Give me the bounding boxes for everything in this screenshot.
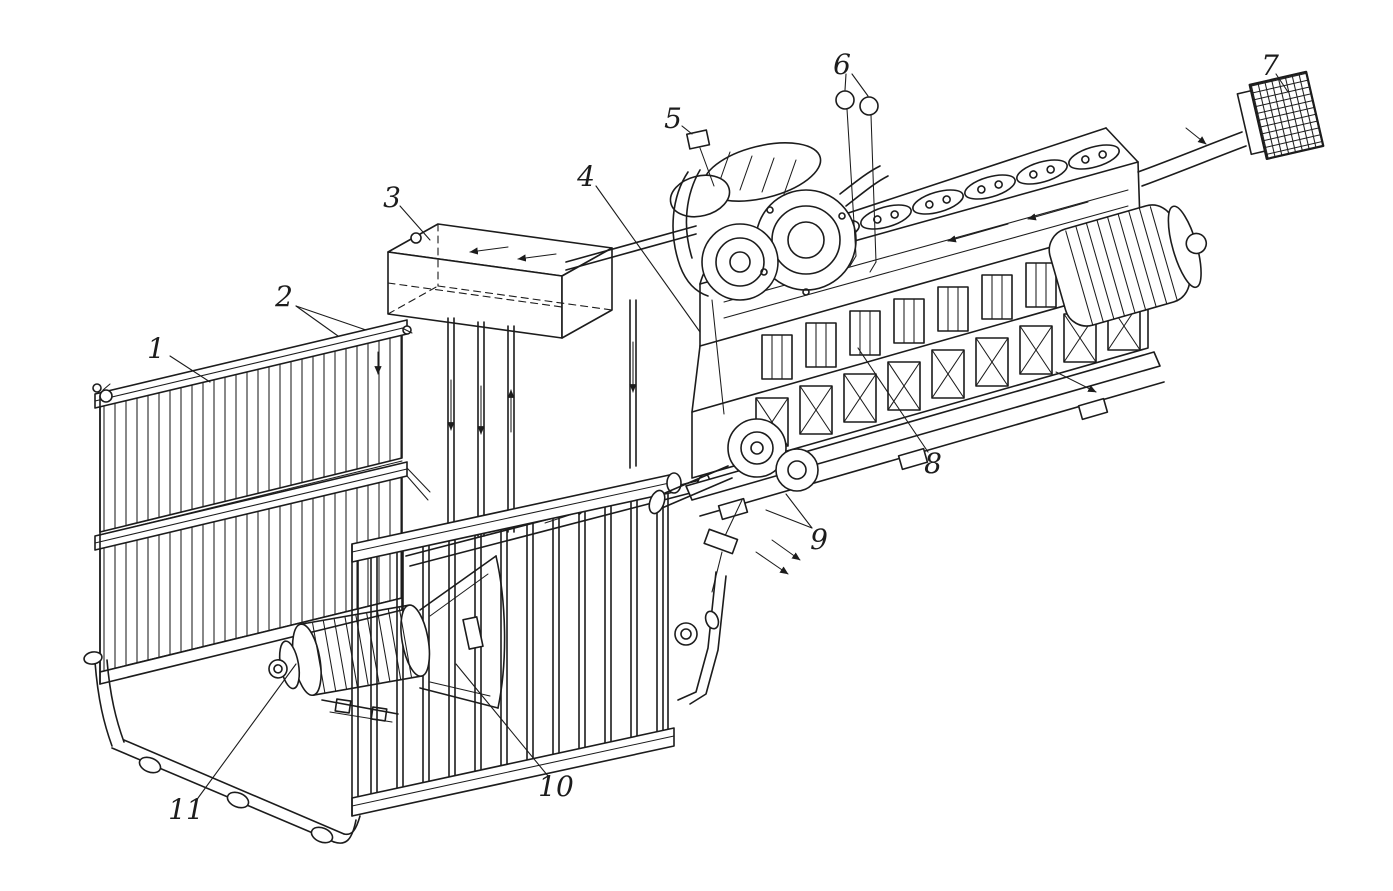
return-piping [83, 651, 361, 844]
temperature-sensor [685, 129, 715, 187]
fan-motor-unit [268, 555, 506, 723]
lower-radiator-bank [351, 472, 727, 817]
callout-label-3: 3 [383, 181, 401, 214]
expansion-tank [387, 223, 613, 339]
water-pump [648, 418, 819, 593]
thermometers [835, 90, 879, 273]
callout-label-8: 8 [924, 447, 942, 480]
exhaust-silencer [1137, 70, 1325, 187]
callout-label-10: 10 [538, 770, 574, 803]
callout-label-5: 5 [664, 102, 682, 135]
callout-label-2: 2 [274, 280, 293, 313]
callout-label-4: 4 [576, 160, 595, 193]
upper-radiator-bank [92, 319, 413, 685]
callout-label-9: 9 [810, 523, 828, 556]
callouts: 1 2 3 4 5 6 7 8 9 10 11 [147, 48, 1289, 826]
callout-label-6: 6 [833, 48, 851, 81]
callout-label-11: 11 [168, 793, 204, 826]
callout-label-7: 7 [1261, 49, 1279, 82]
callout-label-1: 1 [147, 332, 165, 365]
turbocharger [669, 142, 889, 301]
